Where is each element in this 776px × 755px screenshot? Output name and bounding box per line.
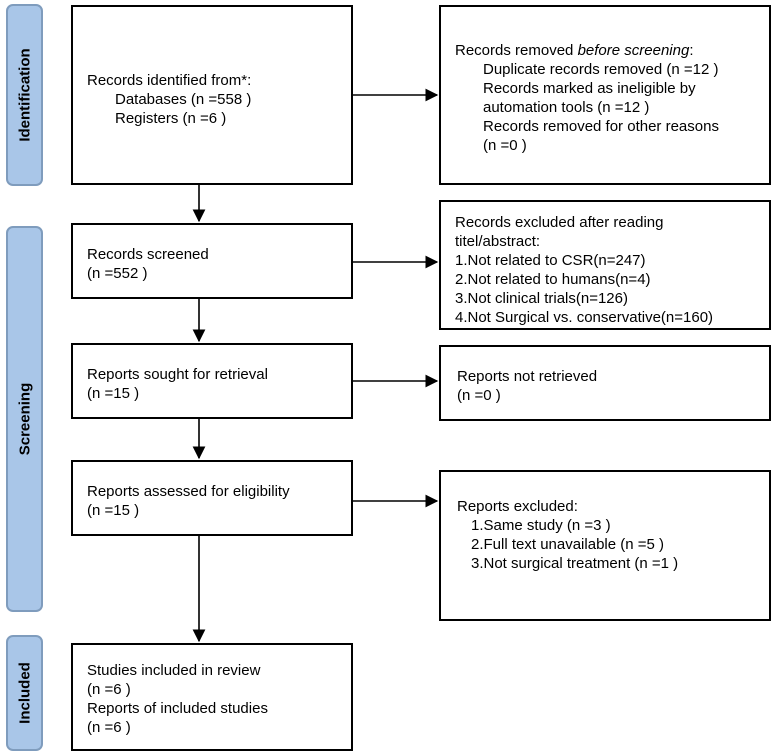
reports-excluded-reason-2: 2.Full text unavailable (n =5 ) <box>471 536 665 553</box>
excluded-reason-3: 3.Not clinical trials(n=126) <box>455 290 628 307</box>
not-retrieved-count: (n =0 ) <box>457 387 501 404</box>
phase-included: Included <box>6 635 43 751</box>
excluded-reason-1: 1.Not related to CSR(n=247) <box>455 252 646 269</box>
automation-tools: automation tools (n =12 ) <box>483 99 650 116</box>
records-identified-title: Records identified from*: <box>87 72 252 89</box>
reports-included-title: Reports of included studies <box>87 700 268 717</box>
duplicate-records: Duplicate records removed (n =12 ) <box>483 61 719 78</box>
reports-sought-title: Reports sought for retrieval <box>87 366 268 383</box>
phase-screening: Screening <box>6 226 43 612</box>
studies-included-count: (n =6 ) <box>87 681 131 698</box>
records-screened-count: (n =552 ) <box>87 265 148 282</box>
reports-excluded-reason-3: 3.Not surgical treatment (n =1 ) <box>471 555 679 572</box>
reports-excluded-reason-1: 1.Same study (n =3 ) <box>471 517 611 534</box>
excluded-subtitle: titel/abstract: <box>455 233 541 250</box>
other-reasons: Records removed for other reasons <box>483 118 719 135</box>
reports-excluded-box: Reports excluded: 1.Same study (n =3 ) 2… <box>439 470 771 621</box>
reports-included-count: (n =6 ) <box>87 719 131 736</box>
records-removed-title: Records removed before screening: <box>455 42 694 59</box>
records-screened-title: Records screened <box>87 246 209 263</box>
records-removed-box: Records removed before screening: Duplic… <box>439 5 771 185</box>
reports-excluded-title: Reports excluded: <box>457 498 578 515</box>
reports-assessed-title: Reports assessed for eligibility <box>87 483 290 500</box>
reports-sought-box: Reports sought for retrieval (n =15 ) <box>71 343 353 419</box>
reports-assessed-box: Reports assessed for eligibility (n =15 … <box>71 460 353 536</box>
studies-included-title: Studies included in review <box>87 662 261 679</box>
registers-count: Registers (n =6 ) <box>115 110 227 127</box>
other-reasons-count: (n =0 ) <box>483 137 527 154</box>
reports-sought-count: (n =15 ) <box>87 385 140 402</box>
records-excluded-box: Records excluded after reading titel/abs… <box>439 200 771 330</box>
ineligible-records: Records marked as ineligible by <box>483 80 696 97</box>
databases-count: Databases (n =558 ) <box>115 91 252 108</box>
not-retrieved-title: Reports not retrieved <box>457 368 598 385</box>
records-identified-box: Records identified from*: Databases (n =… <box>71 5 353 185</box>
phase-identification: Identification <box>6 4 43 186</box>
records-screened-box: Records screened (n =552 ) <box>71 223 353 299</box>
excluded-title: Records excluded after reading <box>455 214 664 231</box>
reports-not-retrieved-box: Reports not retrieved (n =0 ) <box>439 345 771 421</box>
reports-assessed-count: (n =15 ) <box>87 502 140 519</box>
studies-included-box: Studies included in review (n =6 ) Repor… <box>71 643 353 751</box>
excluded-reason-2: 2.Not related to humans(n=4) <box>455 271 651 288</box>
excluded-reason-4: 4.Not Surgical vs. conservative(n=160) <box>455 309 714 326</box>
